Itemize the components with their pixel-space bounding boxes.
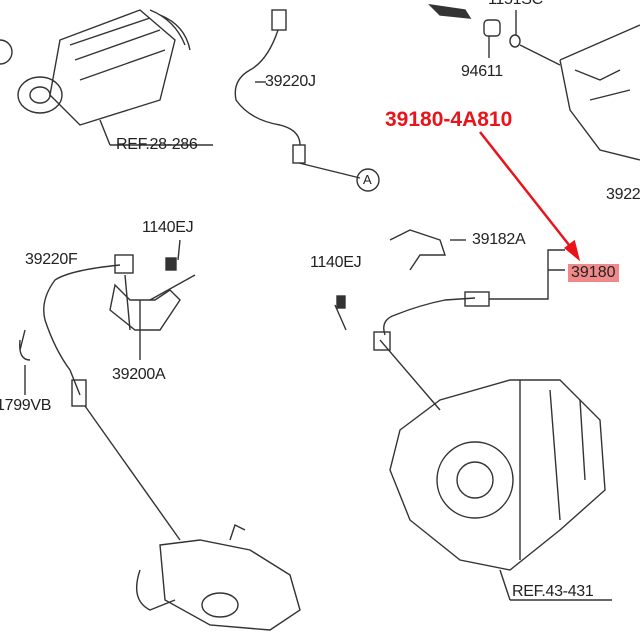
label-circle-a: A <box>363 172 372 187</box>
label-39220f: 39220F <box>25 251 78 268</box>
leader-ref28 <box>99 119 111 146</box>
label-94611: 94611 <box>461 63 503 80</box>
circle-a-icon <box>356 168 380 192</box>
transmission-drawing <box>389 379 612 601</box>
label-ref-43-431[interactable]: REF.43-431 <box>512 583 594 600</box>
label-top-cut: 1151SC <box>488 0 543 8</box>
label-right-cut: 3922 <box>606 186 640 203</box>
label-39180-highlighted[interactable]: 39180 <box>568 264 619 282</box>
catalytic-converter-bottom <box>136 524 301 631</box>
label-ref-28-286[interactable]: REF.28-286 <box>116 136 198 153</box>
part-number-callout: 39180-4A810 <box>385 108 513 131</box>
label-39182a: 39182A <box>472 231 526 248</box>
sensor-39220f-drawing <box>19 254 181 541</box>
top-right-parts <box>428 4 640 161</box>
label-39220j: 39220J <box>265 73 316 90</box>
circle-callout-partial <box>0 39 13 65</box>
label-39200a: 39200A <box>112 366 166 383</box>
bracket-39200a-drawing <box>109 239 196 360</box>
catalytic-converter-top <box>17 9 191 126</box>
sensor-39180-harness <box>334 229 565 411</box>
label-1799vb: 1799VB <box>0 397 52 414</box>
label-1140ej-left: 1140EJ <box>142 219 194 236</box>
label-1140ej-right: 1140EJ <box>310 254 362 271</box>
red-callout-arrow <box>479 131 581 262</box>
sensor-39220j-drawing <box>234 9 361 179</box>
